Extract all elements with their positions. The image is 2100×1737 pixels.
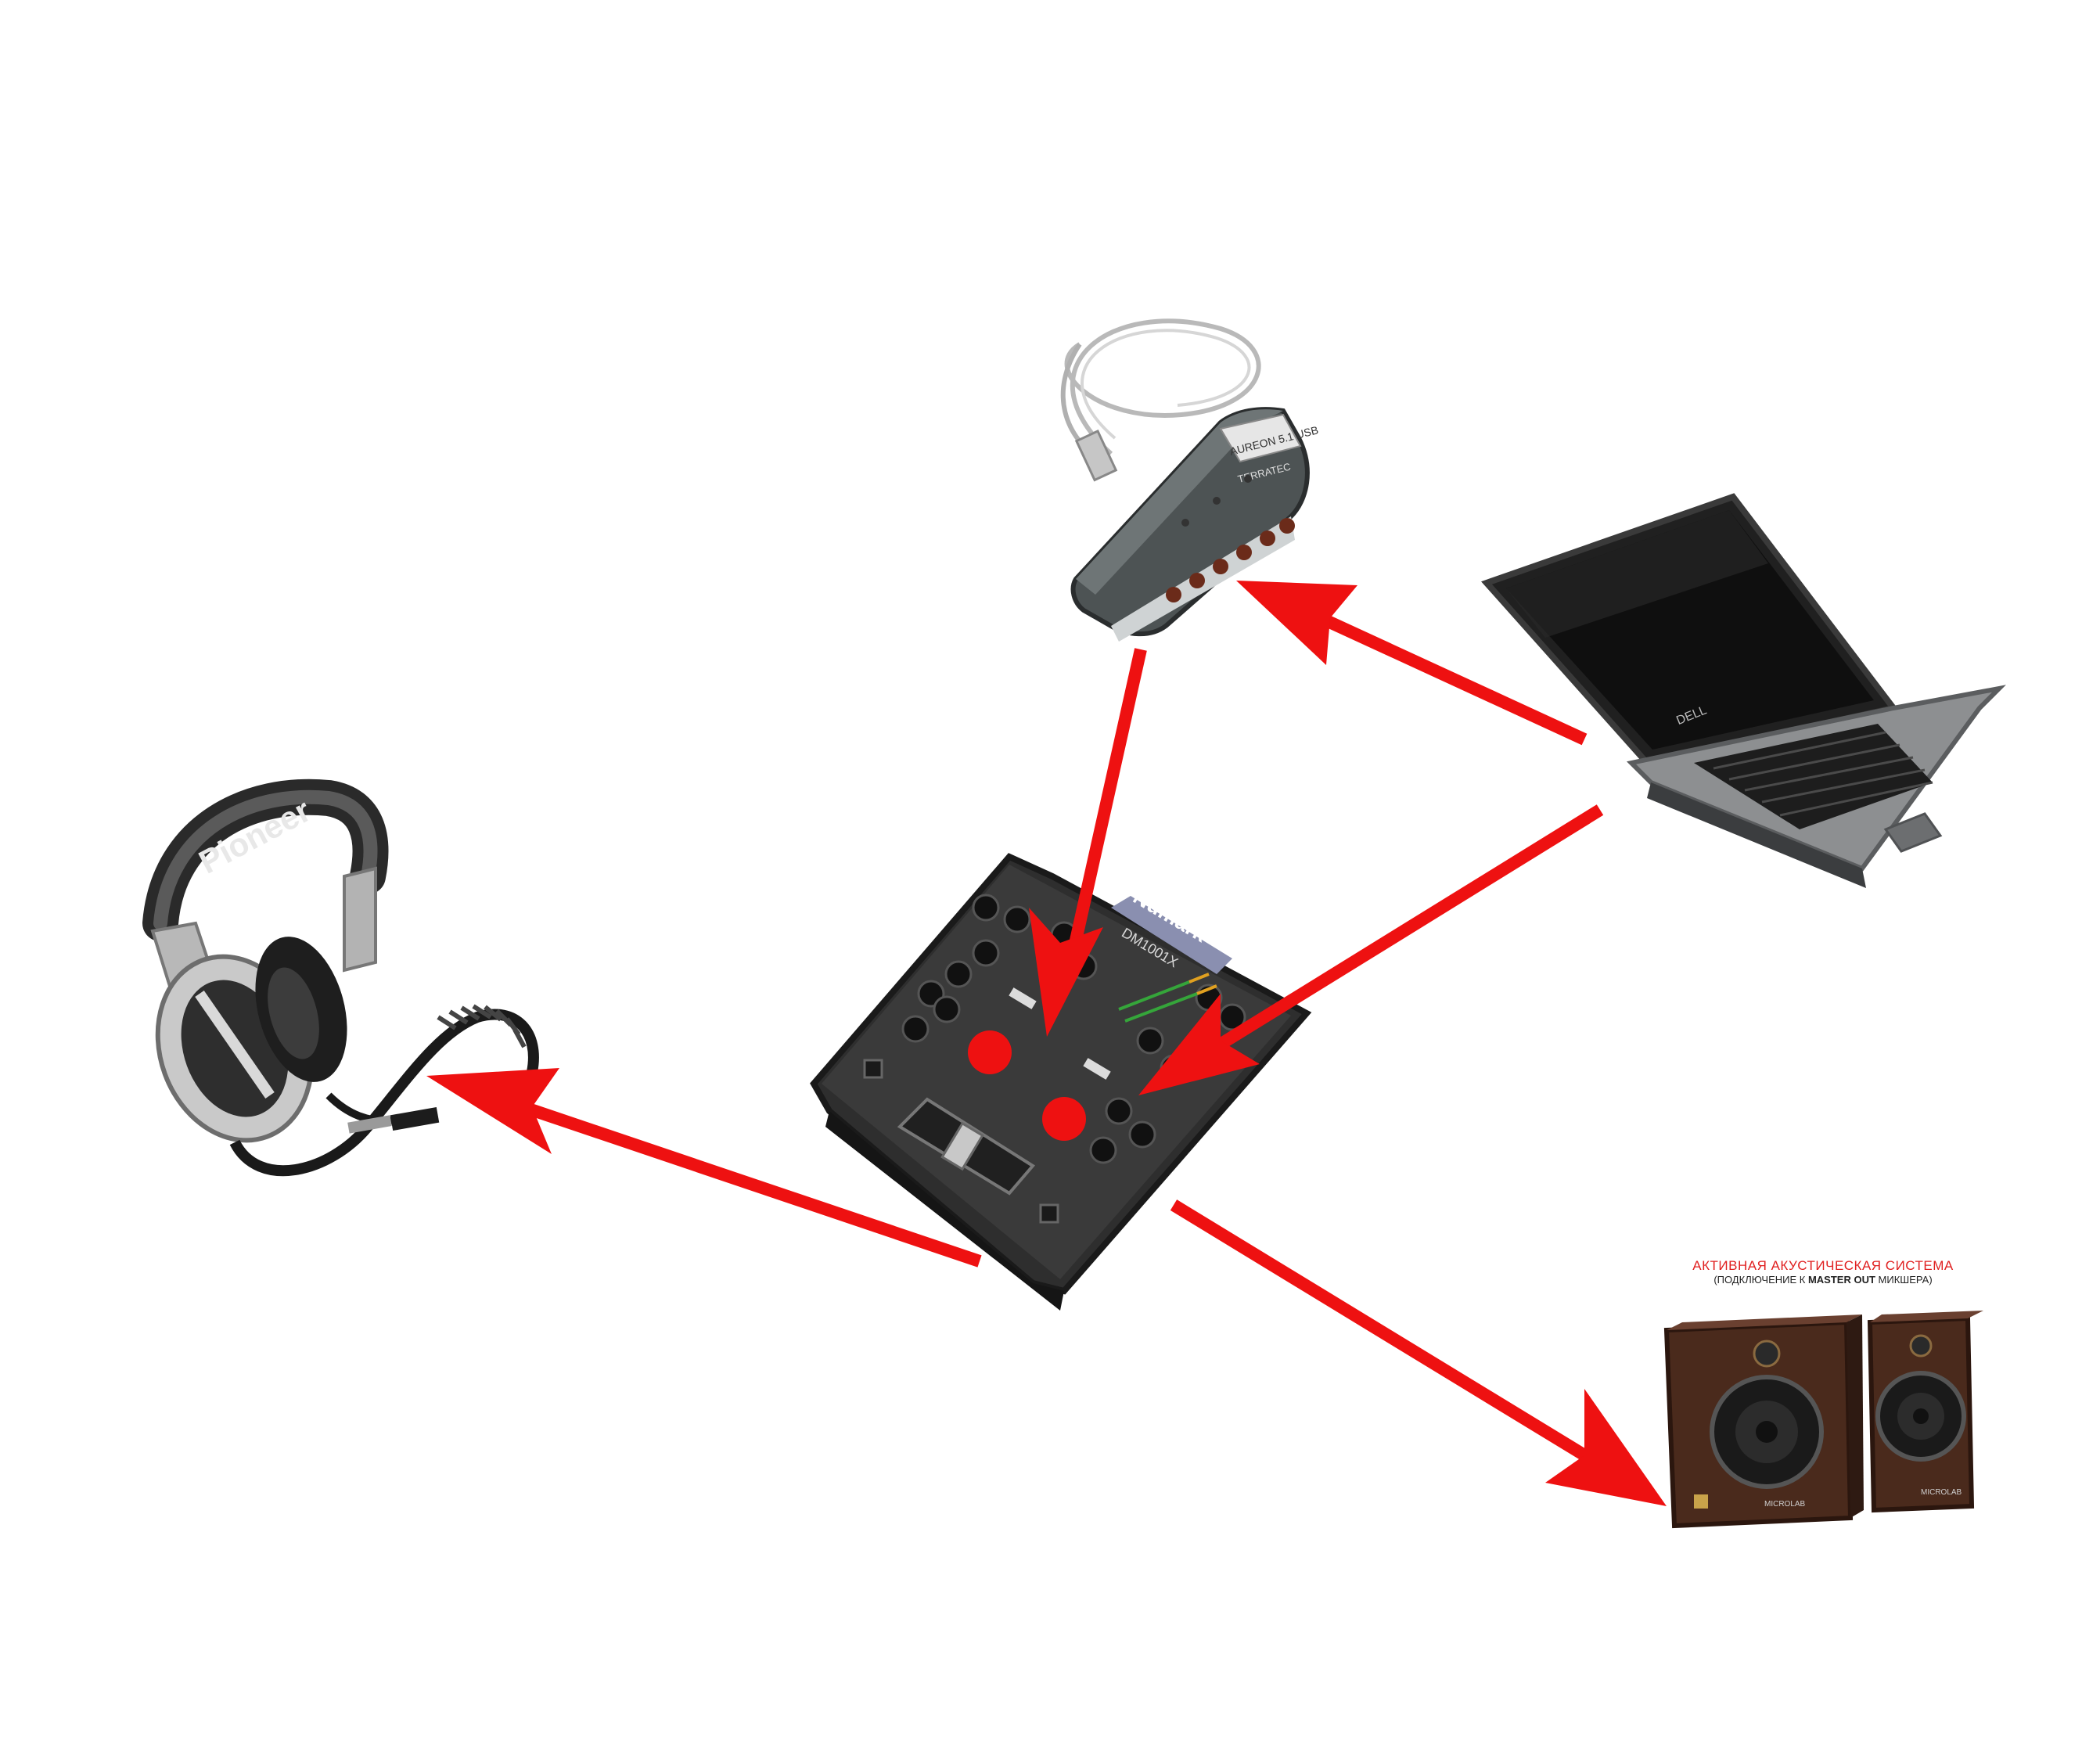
speakers-caption: АКТИВНАЯ АКУСТИЧЕСКАЯ СИСТЕМА (ПОДКЛЮЧЕН… [1659, 1258, 1987, 1286]
speakers-caption-suffix: МИКШЕРА) [1875, 1274, 1933, 1286]
speakers-caption-prefix: (ПОДКЛЮЧЕНИЕ К [1713, 1274, 1808, 1286]
speakers-caption-title: АКТИВНАЯ АКУСТИЧЕСКАЯ СИСТЕМА [1692, 1258, 1954, 1273]
speaker-left-brand: MICROLAB [1764, 1500, 1806, 1509]
dj-mixer-image: Numark DM1001X [810, 853, 1312, 1311]
mixer-channel-1-input-dot [968, 1030, 1012, 1074]
speaker-right-brand: MICROLAB [1921, 1488, 1962, 1497]
speakers-caption-bold: MASTER OUT [1807, 1274, 1875, 1286]
headphones-image: Pioneer [142, 779, 539, 1177]
speakers-image: MICROLAB MICROLAB [1663, 1311, 1983, 1529]
usb-audio-interface-image: AUREON 5.1 USB TERRATEC [1060, 318, 1320, 642]
arrow-audio-card-to-mixer [1029, 648, 1147, 1037]
laptop-image: DELL [1481, 493, 2006, 888]
speakers-caption-subtitle: (ПОДКЛЮЧЕНИЕ К MASTER OUT МИКШЕРА) [1659, 1274, 1987, 1286]
arrow-mixer-to-speakers [1170, 1199, 1667, 1506]
mixer-channel-2-input-dot [1042, 1097, 1086, 1141]
arrow-laptop-to-mixer [1138, 804, 1604, 1095]
connection-arrows [426, 581, 1667, 1506]
arrow-mixer-to-headphones [426, 1068, 982, 1268]
arrow-laptop-to-audio-card [1236, 581, 1588, 746]
